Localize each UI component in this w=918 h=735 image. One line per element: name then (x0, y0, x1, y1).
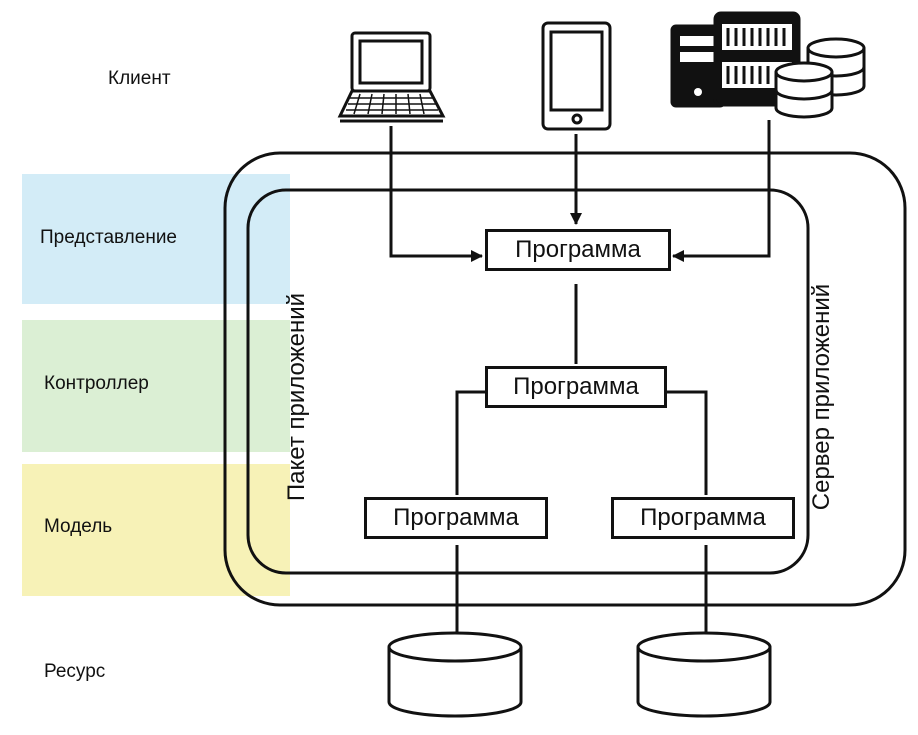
controller-layer-band (22, 320, 290, 452)
connectors (389, 120, 771, 632)
app-server-container (223, 151, 907, 607)
controller-to-model-right-line (667, 390, 708, 495)
program-view-box: Программа (485, 229, 671, 271)
resource-db-right (636, 631, 772, 718)
controller-to-model-left-line (455, 390, 485, 495)
server-icon (670, 11, 866, 119)
model-layer-band (22, 464, 290, 596)
resource-db-left (387, 631, 523, 718)
layer-label-client: Клиент (108, 68, 171, 89)
server-to-view-arrow (672, 120, 771, 262)
app-package-label: Пакет приложений (283, 292, 310, 502)
view-layer-band (22, 174, 290, 304)
app-server-label: Сервер приложений (808, 283, 835, 511)
layer-label-controller: Контроллер (44, 373, 149, 394)
program-model-left-box: Программа (364, 497, 548, 539)
program-model-right-box: Программа (611, 497, 795, 539)
layer-label-resource: Ресурс (44, 661, 106, 682)
tablet-icon (541, 21, 612, 131)
app-package-container (246, 188, 810, 575)
program-controller-box: Программа (485, 366, 667, 408)
laptop-to-view-arrow (389, 126, 483, 262)
layer-label-view: Представление (40, 227, 177, 248)
laptop-icon (337, 31, 446, 123)
layer-label-model: Модель (44, 516, 113, 537)
